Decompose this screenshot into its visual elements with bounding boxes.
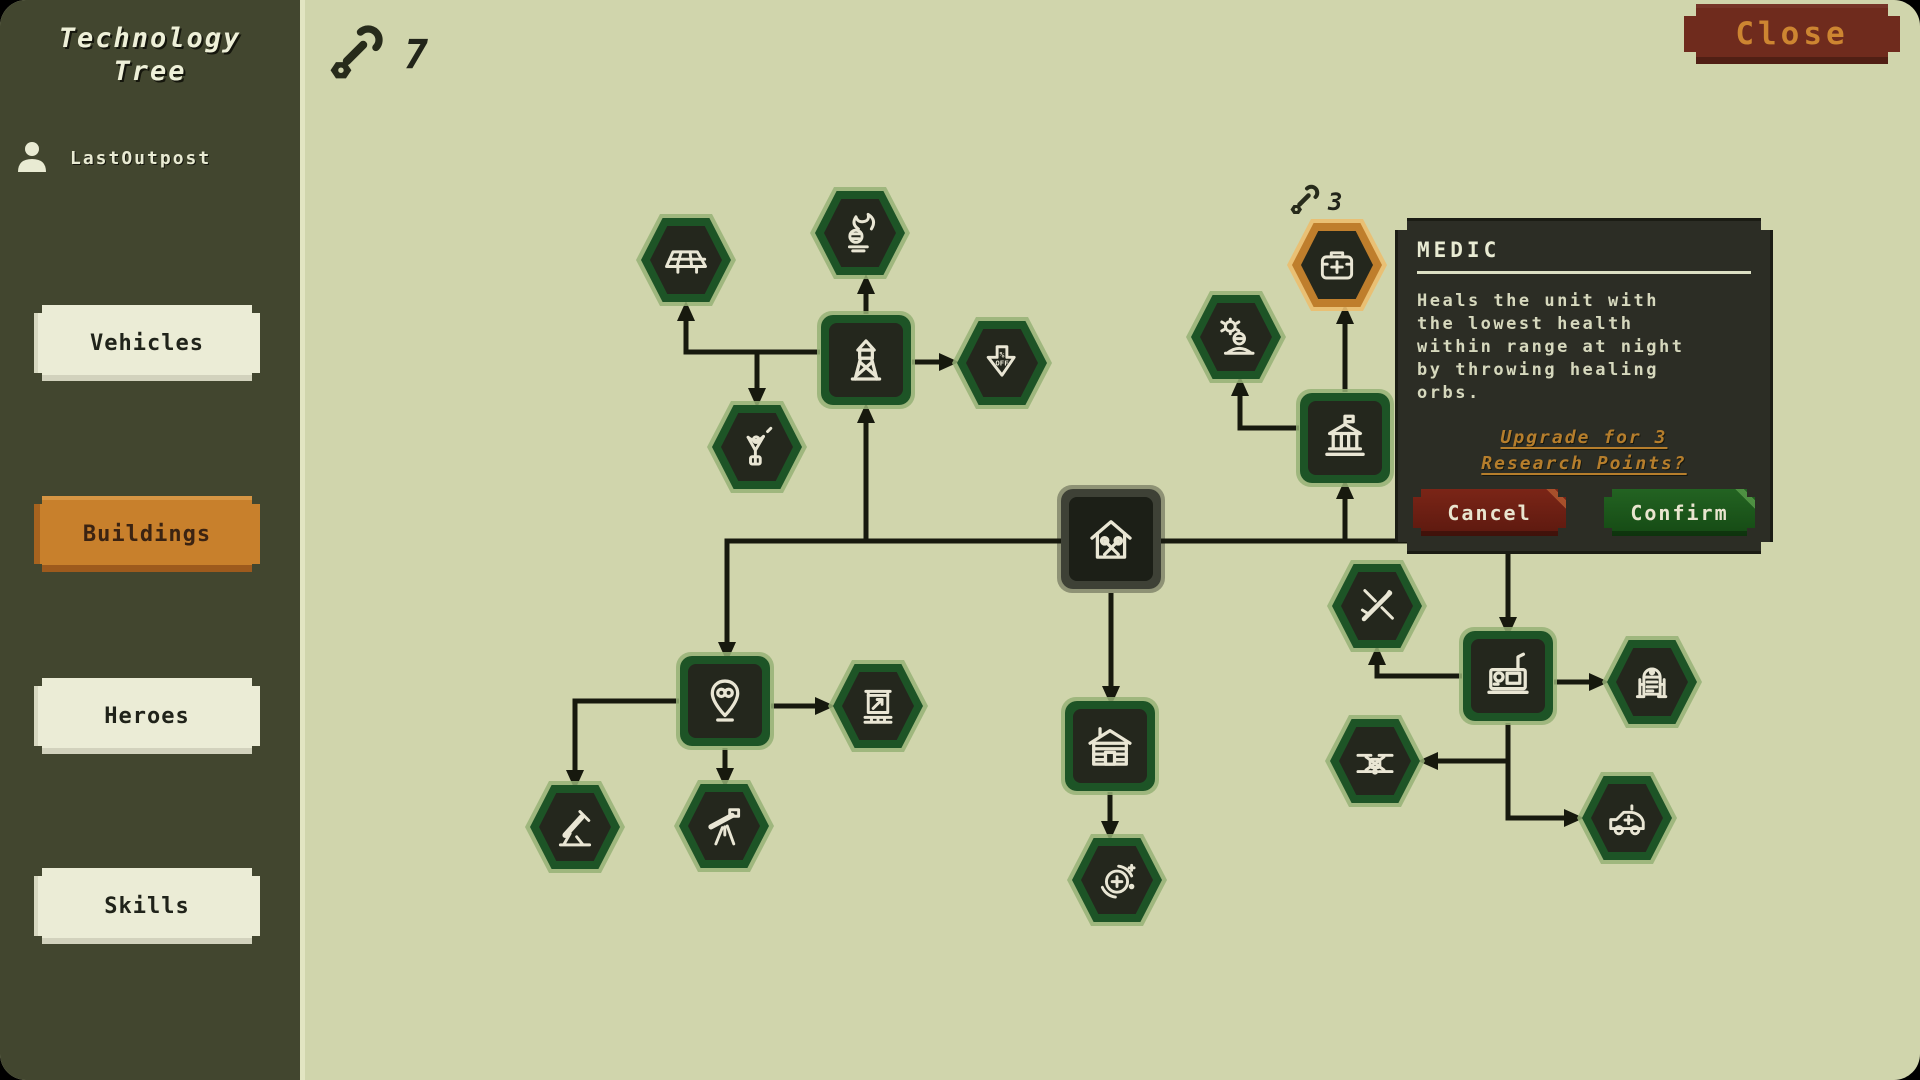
tech-node-plane[interactable] [1327,560,1427,652]
node-core [1341,572,1413,640]
upgrade-prompt-line1: Upgrade for 3 [1500,427,1668,448]
node-core [688,792,760,860]
confirm-button[interactable]: Confirm [1604,489,1755,536]
wrench-bolt-icon [1288,184,1320,220]
research-points-count: 7 [404,32,429,78]
professor-icon [1210,311,1262,363]
popup-buttons: Cancel Confirm [1413,489,1755,536]
drone-icon [1349,735,1401,787]
sidebar: Technology Tree LastOutpost Vehicles Bui… [0,0,305,1080]
profile: LastOutpost [14,138,211,178]
profile-name: LastOutpost [70,147,212,169]
ambulance-icon [1601,792,1653,844]
description-line: by throwing healing [1417,360,1659,380]
tech-node-professor[interactable] [1186,291,1286,383]
upgrade-prompt: Upgrade for 3 Research Points? [1417,425,1751,477]
node-core [1591,784,1663,852]
fire-hand-icon [834,207,886,259]
tech-node-healing-orb[interactable] [1067,834,1167,926]
tech-node-log-cabin[interactable] [1061,697,1159,795]
cancel-button[interactable]: Cancel [1413,489,1566,536]
node-core [829,323,903,397]
solar-panel-icon [660,234,712,286]
watchtower-icon [837,331,895,389]
tech-node-robot[interactable] [1602,636,1702,728]
tech-node-watchtower[interactable] [817,311,915,409]
node-core [1339,727,1411,795]
tech-node-school[interactable] [1296,389,1394,487]
page-title-line2: Tree [113,56,187,87]
description-line: within range at night [1417,337,1685,357]
tech-node-mortar[interactable] [525,781,625,873]
description-line: Heals the unit with [1417,291,1659,311]
node-core [824,199,896,267]
node-core [1616,648,1688,716]
popup-title: MEDIC [1417,238,1501,262]
user-icon [14,138,50,178]
tech-node-blueprint[interactable] [828,660,928,752]
tech-node-radio-station[interactable] [1459,627,1557,725]
description-line: orbs. [1417,383,1481,403]
tech-node-workshop[interactable] [1057,485,1165,593]
tab-vehicles[interactable]: Vehicles [34,305,260,381]
tech-node-scouting[interactable] [676,652,774,750]
upgrade-prompt-line2: Research Points? [1481,453,1687,474]
popup-description: Heals the unit with the lowest health wi… [1417,290,1751,405]
tech-node-solar-power[interactable] [636,214,736,306]
node-core [721,413,793,481]
scout-pin-icon [696,672,754,730]
close-button[interactable]: Close [1684,4,1900,64]
plane-icon [1351,580,1403,632]
school-icon [1316,409,1374,467]
tech-node-drone[interactable] [1325,715,1425,807]
tab-skills[interactable]: Skills [34,868,260,944]
cost-value: 3 [1328,188,1343,216]
telescope-icon [698,800,750,852]
description-line: the lowest health [1417,314,1634,334]
node-core [1308,401,1382,475]
log-cabin-icon [1081,717,1139,775]
svg-text:%: % [1000,349,1005,359]
popup-divider [1417,271,1751,274]
tech-node-discount[interactable]: %OFF [952,317,1052,409]
medic-upgrade-cost-badge: 3 [1288,184,1342,220]
tech-node-medic[interactable] [1287,219,1387,311]
tech-node-telescope[interactable] [674,780,774,872]
healing-orb-icon [1091,854,1143,906]
svg-text:OFF: OFF [995,358,1008,367]
medic-upgrade-popup: MEDIC Heals the unit with the lowest hea… [1395,218,1773,554]
node-core [1301,231,1373,299]
tab-heroes[interactable]: Heroes [34,678,260,754]
page-title-line1: Technology [58,23,242,54]
node-core [1069,497,1153,581]
node-core [1073,709,1147,783]
workshop-home-icon [1082,510,1140,568]
discount-arrow-icon: %OFF [976,337,1028,389]
blueprint-icon [852,680,904,732]
mortar-icon [549,801,601,853]
radio-station-icon [1479,647,1537,705]
node-core: %OFF [966,329,1038,397]
medkit-icon [1311,239,1363,291]
node-core [539,793,611,861]
wrench-bolt-icon [326,24,384,86]
tech-node-fire-attack[interactable] [810,187,910,279]
robot-icon [1626,656,1678,708]
node-core [1081,846,1153,914]
tab-buildings[interactable]: Buildings [34,496,260,572]
node-core [1200,303,1272,371]
node-core [650,226,722,294]
node-core [1471,639,1545,713]
node-core [842,672,914,740]
research-points-counter: 7 [326,24,428,86]
page-title: Technology Tree [0,22,300,88]
tech-node-slingshot[interactable] [707,401,807,493]
node-core [688,664,762,738]
slingshot-icon [731,421,783,473]
tech-node-ambulance[interactable] [1577,772,1677,864]
